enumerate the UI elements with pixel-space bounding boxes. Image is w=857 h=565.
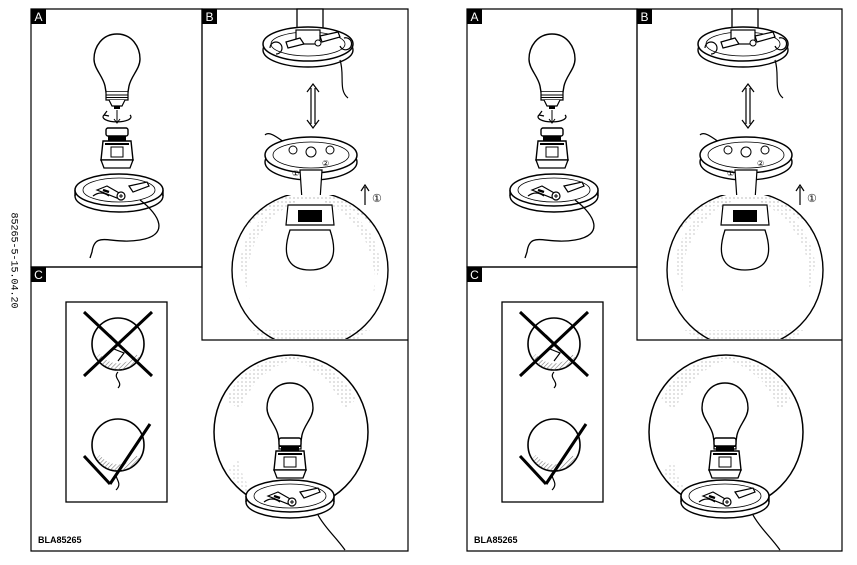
model-code-sheet-2: BLA85265 bbox=[474, 535, 518, 545]
rotation-arrow-icon bbox=[537, 110, 567, 124]
bulb-icon bbox=[93, 33, 141, 110]
lamp-base-icon bbox=[697, 8, 789, 99]
power-cord bbox=[89, 199, 160, 259]
wrong-mark-icon bbox=[82, 423, 152, 486]
glass-globe-icon bbox=[231, 195, 389, 339]
panel-c-label: C bbox=[470, 268, 479, 282]
glass-globe-icon bbox=[666, 195, 824, 339]
lift-arrow-icon bbox=[306, 83, 320, 129]
rotation-arrow-icon bbox=[339, 37, 353, 51]
lamp-holder-icon bbox=[535, 127, 569, 169]
step-mark-2: ② bbox=[757, 159, 764, 168]
cross-mark-icon bbox=[82, 310, 154, 378]
socket-plate: ② ① bbox=[699, 133, 793, 201]
panel-c-illustration bbox=[65, 301, 369, 551]
lamp-holder-icon bbox=[708, 437, 742, 479]
rotation-arrow-icon bbox=[704, 41, 718, 55]
panel-a-illustration bbox=[73, 33, 165, 259]
panel-c-illustration bbox=[501, 301, 804, 551]
panel-c-label: C bbox=[34, 268, 43, 282]
sheet-2: A B C bbox=[466, 8, 843, 552]
lamp-base-icon bbox=[679, 478, 771, 520]
power-cord bbox=[317, 514, 346, 551]
bulb-icon bbox=[528, 33, 576, 110]
step-mark-1: ① bbox=[727, 169, 734, 178]
panel-b-frame bbox=[636, 267, 842, 341]
step-arrow-icon: ① bbox=[795, 183, 817, 205]
step-arrow-icon: ① bbox=[360, 183, 382, 205]
lamp-holder-icon bbox=[273, 437, 307, 479]
model-code-sheet-1: BLA85265 bbox=[38, 535, 82, 545]
power-cord bbox=[524, 199, 595, 259]
lamp-holder-icon bbox=[100, 127, 134, 169]
rotation-arrow-icon bbox=[269, 41, 283, 55]
socket-plate: ② ① bbox=[264, 133, 358, 201]
panel-a-illustration bbox=[508, 33, 600, 259]
panel-a-label: A bbox=[470, 10, 478, 24]
rotation-arrow-icon bbox=[102, 110, 132, 124]
step-mark-right: ① bbox=[807, 193, 817, 205]
lamp-base-icon bbox=[262, 8, 354, 99]
step-mark-right: ① bbox=[372, 193, 382, 205]
lift-arrow-icon bbox=[741, 83, 755, 129]
lamp-base-icon bbox=[508, 172, 600, 214]
rotation-arrow-icon bbox=[774, 37, 788, 51]
step-mark-1: ① bbox=[292, 169, 299, 178]
assembled-lamp bbox=[213, 354, 369, 551]
panel-b-illustration: ② ① ① bbox=[231, 8, 389, 339]
lamp-base-icon bbox=[244, 478, 336, 520]
lamp-base-icon bbox=[73, 172, 165, 214]
panel-b-label: B bbox=[205, 10, 213, 24]
sheet-1: A B C bbox=[30, 8, 409, 552]
power-cord bbox=[752, 514, 781, 551]
assembled-lamp bbox=[648, 354, 804, 551]
panel-b-label: B bbox=[640, 10, 648, 24]
panel-a-label: A bbox=[34, 10, 42, 24]
cross-mark-icon bbox=[518, 310, 590, 378]
wrong-mark-icon bbox=[518, 423, 588, 486]
panel-b-illustration: ② ① ① bbox=[666, 8, 824, 339]
step-mark-2: ② bbox=[322, 159, 329, 168]
panel-b-frame bbox=[201, 267, 408, 341]
